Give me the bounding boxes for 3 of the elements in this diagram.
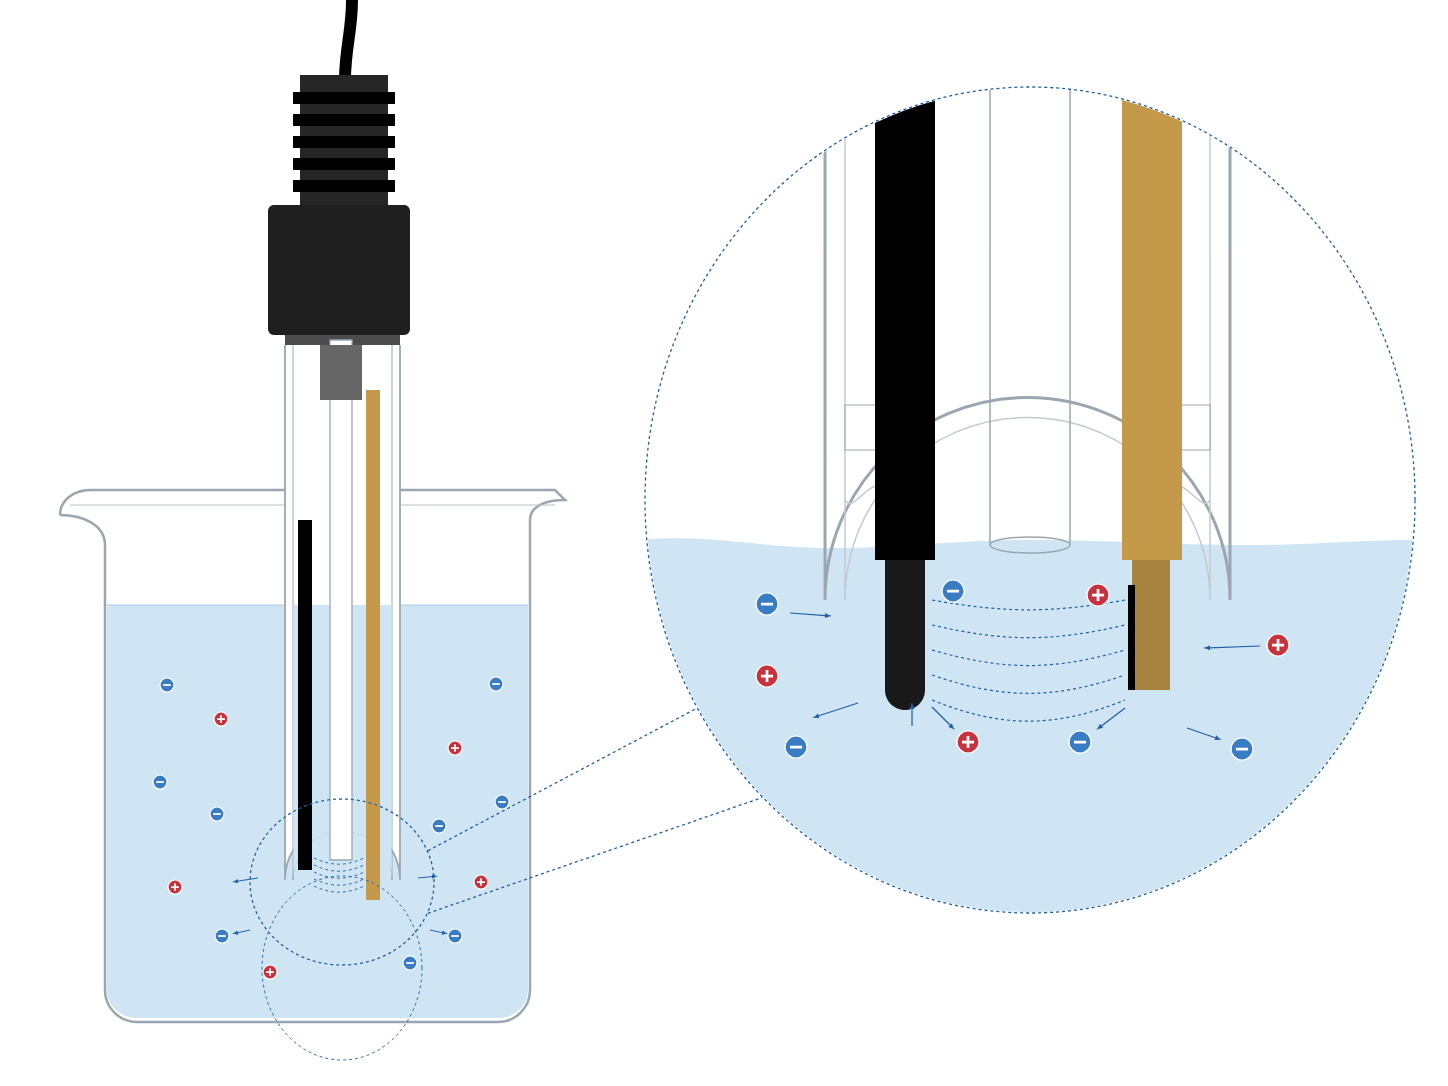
magnifier-line — [427, 796, 763, 914]
detail-circle — [249, 798, 435, 966]
magnifier-line — [427, 707, 698, 852]
